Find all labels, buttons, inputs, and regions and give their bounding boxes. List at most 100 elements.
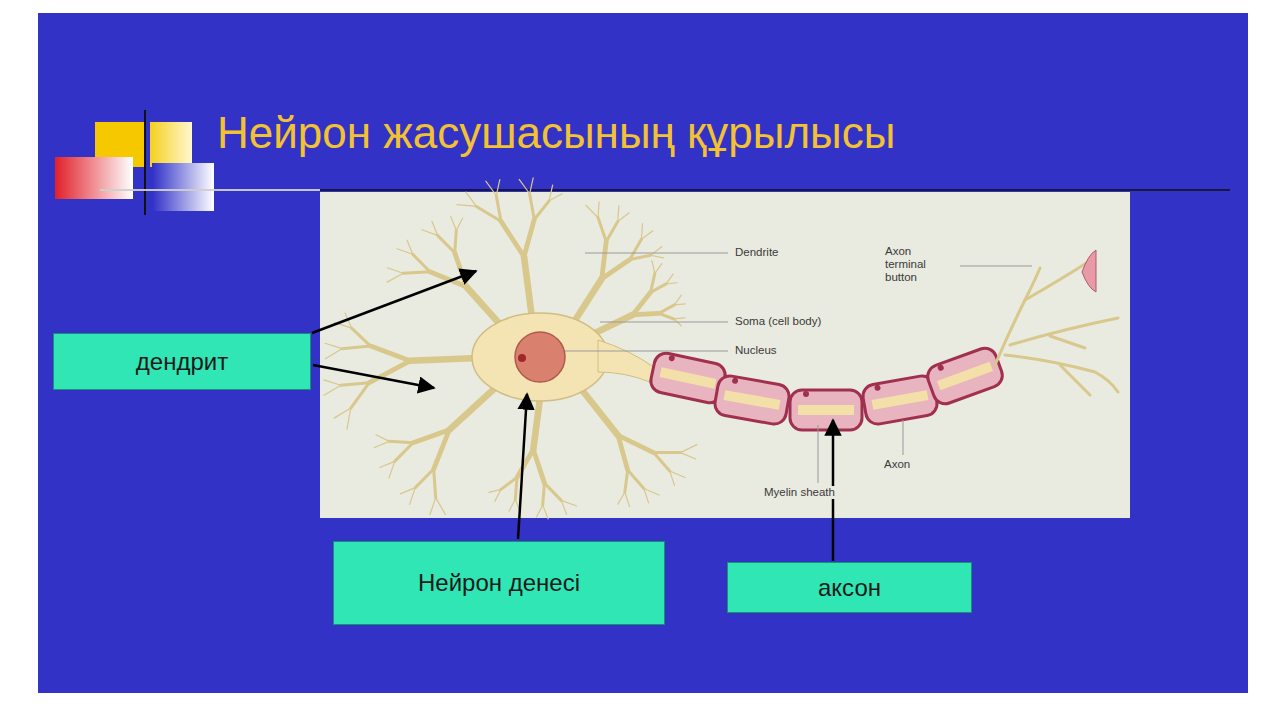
- dendrite-branch: [680, 445, 696, 453]
- dendrite-branch: [432, 221, 438, 235]
- dendrite-branch: [586, 205, 598, 217]
- dendrite-branch: [641, 231, 652, 240]
- dendrite-branch: [654, 453, 670, 471]
- dendrite-branch: [486, 181, 496, 195]
- dendrite-branch: [387, 268, 403, 274]
- dendrite-branch: [659, 305, 675, 313]
- part-label: Myelin sheath: [762, 486, 837, 499]
- dendrite-branch: [549, 185, 553, 201]
- dendrite-branch: [403, 272, 430, 274]
- dendrite-branch: [659, 313, 674, 319]
- term-box: аксон: [727, 562, 972, 613]
- dendrite-branch: [549, 194, 562, 201]
- term-text: дендрит: [136, 348, 228, 376]
- dendrite-branch: [438, 235, 455, 252]
- dendrite-branch: [674, 318, 685, 319]
- part-label: Dendrite: [733, 246, 780, 259]
- dendrite-branch: [625, 492, 630, 506]
- dendrite-branch: [466, 192, 476, 206]
- dendrite-branch: [387, 273, 403, 282]
- dendrite-branch: [455, 230, 457, 252]
- dendrite-branch: [530, 194, 535, 220]
- dendrite-branch: [644, 488, 649, 502]
- myelin-segment: [713, 374, 791, 426]
- dendrite-branch: [533, 398, 540, 450]
- dendrite-branch: [561, 500, 566, 514]
- dendrite-branch: [628, 470, 644, 488]
- dendrite-branch: [606, 221, 618, 241]
- dendrite-branch: [602, 242, 607, 279]
- dendrite-branch: [654, 451, 681, 454]
- dendrite-branch: [651, 255, 664, 258]
- dendrite-branch: [598, 218, 606, 242]
- dendrite-branch: [449, 388, 495, 430]
- dendrite-branch: [524, 257, 532, 318]
- dendrite-branch: [582, 390, 618, 435]
- dendrite-branch: [395, 443, 413, 462]
- dendrite-branch: [618, 206, 619, 222]
- dendrite-branch: [351, 383, 370, 408]
- dendrite-branch: [451, 216, 457, 230]
- dendrite-branch: [602, 259, 630, 278]
- dendrite-branch: [436, 498, 446, 515]
- dendrite-branch: [325, 349, 342, 359]
- dendrite-branch: [352, 328, 371, 346]
- dendrite-branch: [598, 202, 599, 218]
- dendrite-branch: [457, 205, 476, 207]
- dendrite-branch: [376, 435, 389, 442]
- dendrite-branch: [389, 441, 413, 442]
- dendrite-branch: [371, 346, 410, 361]
- dendrite-branch: [456, 218, 462, 230]
- dendrite-branch: [517, 450, 533, 478]
- dendrite-branch: [630, 255, 651, 259]
- dendrite-branch: [509, 499, 515, 511]
- dendrite-branch: [651, 284, 667, 292]
- dendrite-branch: [341, 383, 370, 386]
- dendrite-branch: [407, 240, 413, 254]
- dendrite-branch: [533, 450, 544, 484]
- part-label: Axon: [882, 458, 912, 471]
- dendrite-branch: [536, 505, 542, 517]
- dendrite-branch: [543, 483, 545, 505]
- dendrite-branch: [666, 274, 673, 284]
- part-label: Nucleus: [733, 344, 779, 357]
- dendrite-branch: [413, 254, 430, 271]
- dendrite-branch: [674, 304, 685, 305]
- dendrite-branch: [400, 488, 415, 494]
- term-text: Нейрон денесі: [418, 569, 580, 597]
- dendrite-branch: [413, 430, 449, 443]
- dendrite-branch: [324, 385, 341, 395]
- dendrite-branch: [501, 477, 517, 489]
- dendrite-branch: [489, 489, 501, 492]
- dendrite-branch: [543, 505, 548, 519]
- dendrite-branch: [455, 253, 467, 287]
- myelin-segment: [790, 390, 862, 430]
- dendrite-branch: [515, 477, 517, 499]
- dendrite-branch: [410, 358, 478, 361]
- dendrite-branch: [655, 264, 662, 274]
- dendrite-branch: [651, 247, 662, 256]
- term-box: дендрит: [53, 333, 311, 390]
- dendrite-branch: [670, 471, 675, 485]
- dendrite-branch: [434, 469, 436, 498]
- dendrite-branch: [641, 224, 642, 240]
- term-box: Нейрон денесі: [333, 541, 665, 625]
- dendrite-branch: [524, 219, 534, 256]
- dendrite-branch: [334, 408, 351, 418]
- dendrite-branch: [519, 179, 529, 193]
- dendrite-branch: [380, 461, 395, 467]
- dendrite-branch: [680, 453, 695, 459]
- dendrite-branch: [530, 178, 534, 194]
- dendrite-branch: [430, 498, 436, 515]
- dendrite-branch: [625, 470, 628, 492]
- term-text: аксон: [818, 574, 881, 602]
- dendrite-branch: [496, 196, 501, 222]
- dendrite-branch: [415, 469, 433, 488]
- part-label: Soma (cell body): [733, 315, 823, 328]
- slide-title: Нейрон жасушасының құрылысы: [217, 108, 895, 158]
- dendrite-branch: [633, 313, 659, 314]
- myelin-segment: [924, 345, 1005, 407]
- dendrite-branch: [674, 295, 681, 305]
- dendrite-branch: [652, 261, 655, 274]
- dendrite-branch: [595, 315, 633, 333]
